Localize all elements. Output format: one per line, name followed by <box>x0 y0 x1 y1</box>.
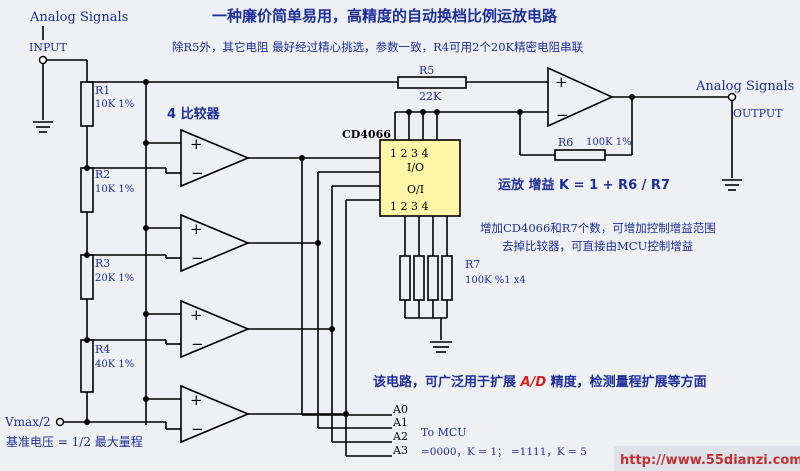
resistor-r2 <box>80 167 94 213</box>
svg-text:−: − <box>191 249 204 267</box>
resistor-r1 <box>80 81 94 127</box>
chip-name: CD4066 <box>342 128 391 141</box>
svg-text:−: − <box>191 164 204 182</box>
watermark-backdrop <box>614 446 800 471</box>
output-wiring <box>519 92 737 178</box>
r6-value: 100K 1% <box>586 137 632 148</box>
svg-text:+: + <box>190 135 203 153</box>
comparator-3: + − <box>180 299 251 359</box>
cd4066-chip <box>379 139 461 217</box>
input-wiring <box>38 26 88 120</box>
resistor-r3 <box>80 254 94 300</box>
resistor-r7b <box>413 255 425 301</box>
output-port-label: OUTPUT <box>733 107 783 120</box>
resistor-r4 <box>80 339 94 393</box>
resistor-r6 <box>554 149 606 161</box>
chip-bottom-pins: 1 2 3 4 <box>390 200 428 213</box>
chip-io: I/O <box>407 161 424 174</box>
vref-label: Vmax/2 <box>4 415 51 429</box>
address-a0: A0 <box>392 403 408 416</box>
comparator-4: + − <box>180 384 251 444</box>
resistor-r5 <box>146 76 548 89</box>
watermark-text: http://www.55dianzi.com <box>620 453 800 468</box>
input-signal-label: Analog Signals <box>29 10 128 25</box>
vref-terminal <box>55 417 65 427</box>
r2-name: R2 <box>95 168 110 181</box>
gain-formula: 运放 增益 K = 1 + R6 / R7 <box>498 177 670 193</box>
mcu-codes: =0000，K = 1； =1111，K = 5 <box>421 446 587 458</box>
output-opamp: + − <box>547 66 614 128</box>
control-wiring <box>248 155 392 457</box>
r5-value: 22K <box>419 90 442 103</box>
svg-text:+: + <box>190 391 203 409</box>
resistor-ladder <box>64 81 94 423</box>
resistor-r7c <box>427 255 439 301</box>
svg-text:+: + <box>190 306 203 324</box>
address-a1: A1 <box>392 416 408 429</box>
resistor-r7a <box>399 255 411 301</box>
note-expand-1: 增加CD4066和R7个数，可增加控制增益范围 <box>480 221 716 235</box>
input-port-label: INPUT <box>29 41 67 54</box>
r7-bank <box>399 216 453 340</box>
svg-text:+: + <box>555 73 568 91</box>
chip-top-pins: 1 2 3 4 <box>390 147 428 160</box>
comparator-input-wiring <box>84 140 181 430</box>
r7-name: R7 <box>465 258 480 271</box>
vref-note: 基准电压 = 1/2 最大量程 <box>6 434 143 449</box>
r3-value: 20K 1% <box>95 273 134 284</box>
comparators-label: 4 比较器 <box>167 106 221 122</box>
r3-name: R3 <box>95 257 110 270</box>
svg-text:−: − <box>191 335 204 353</box>
r4-value: 40K 1% <box>95 359 134 370</box>
comparator-2: + − <box>180 213 251 273</box>
r2-value: 10K 1% <box>95 184 134 195</box>
comparator-1: + − <box>180 128 251 188</box>
r4-name: R4 <box>95 343 110 356</box>
note-expand-2: 去掉比较器，可直接由MCU控制增益 <box>502 239 693 253</box>
svg-text:+: + <box>190 220 203 238</box>
r7-value: 100K %1 x4 <box>465 275 526 286</box>
applications-prefix: 该电路，可广泛用于扩展 <box>373 374 521 390</box>
chip-oi: O/I <box>407 183 424 196</box>
chip-top-wiring <box>394 109 548 140</box>
r6-name: R6 <box>558 136 573 149</box>
r7-ground-icon <box>430 341 452 353</box>
applications-suffix: 精度，检测量程扩展等方面 <box>546 374 707 390</box>
title: 一种廉价简单易用，高精度的自动换档比例运放电路 <box>212 7 558 25</box>
output-signal-label: Analog Signals <box>695 79 794 94</box>
input-ground-icon <box>33 121 53 133</box>
svg-text:−: − <box>191 420 204 438</box>
applications-highlight: A/D <box>520 375 547 390</box>
address-a3: A3 <box>392 444 408 457</box>
r1-name: R1 <box>95 84 110 97</box>
applications-note: 该电路，可广泛用于扩展 A/D 精度，检测量程扩展等方面 <box>373 374 707 390</box>
mcu-label: To MCU <box>421 426 467 439</box>
address-a2: A2 <box>392 430 408 443</box>
svg-text:−: − <box>556 106 569 124</box>
r5-name: R5 <box>419 64 434 77</box>
r1-value: 10K 1% <box>95 99 134 110</box>
resistor-r7d <box>441 255 453 301</box>
output-ground-icon <box>722 179 742 191</box>
note-resistors: 除R5外，其它电阻 最好经过精心挑选，参数一致，R4可用2个20K精密电阻串联 <box>172 40 584 54</box>
